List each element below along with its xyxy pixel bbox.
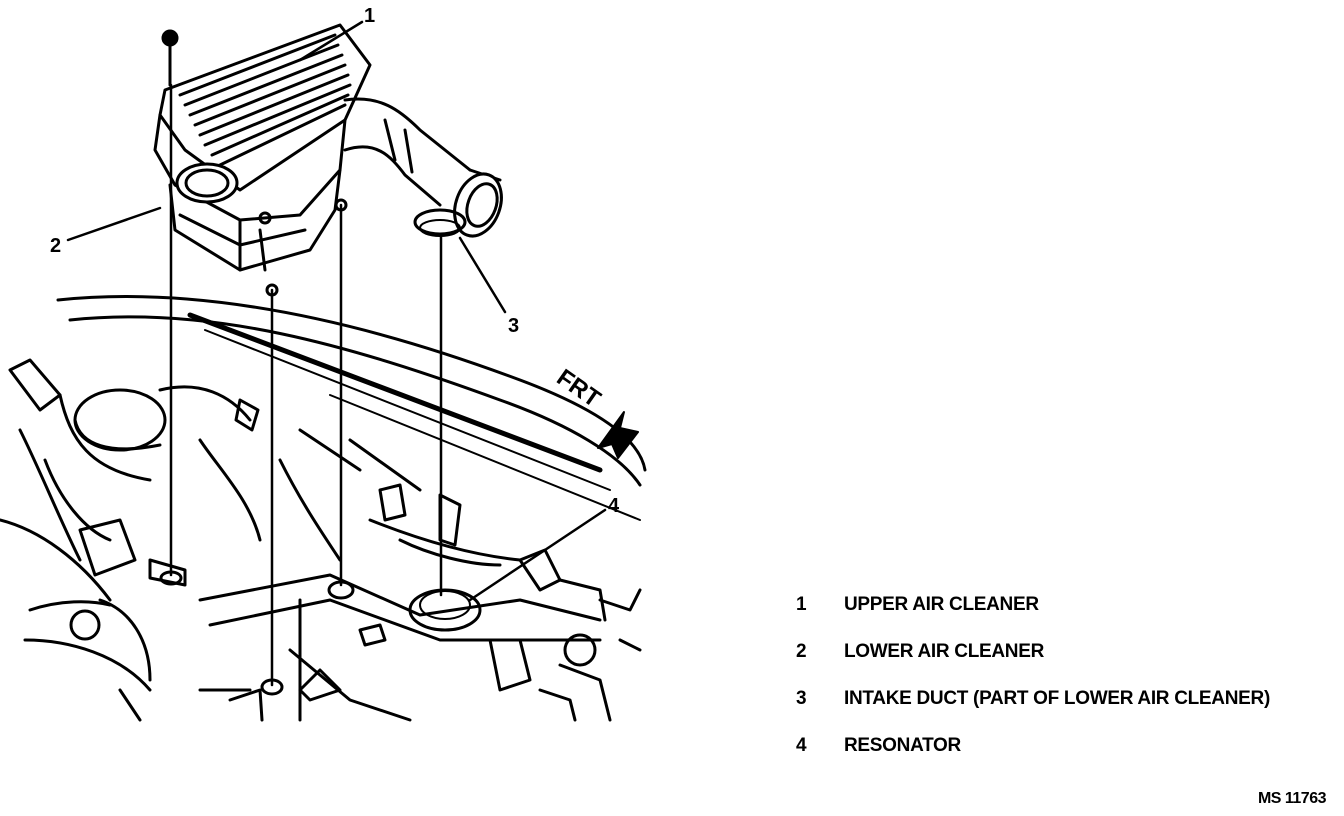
legend-item: 4 RESONATOR (796, 731, 1336, 778)
legend-label: INTAKE DUCT (PART OF LOWER AIR CLEANER) (844, 688, 1270, 709)
legend-label: LOWER AIR CLEANER (844, 641, 1045, 662)
callout-leaders (66, 20, 607, 602)
callout-3: 3 (508, 315, 519, 337)
legend-number: 3 (796, 688, 807, 709)
front-direction-arrow (597, 411, 639, 459)
callout-4: 4 (608, 495, 620, 517)
legend-item: 2 LOWER AIR CLEANER (796, 637, 1336, 684)
legend-number: 2 (796, 641, 807, 662)
callout-2: 2 (50, 235, 61, 257)
engine-compartment (0, 295, 647, 722)
legend-label: UPPER AIR CLEANER (844, 594, 1039, 615)
callout-1: 1 (364, 5, 375, 27)
legend-number: 4 (796, 735, 807, 756)
figure-id: MS 11763 (1257, 790, 1327, 807)
parts-legend: 1 UPPER AIR CLEANER 2 LOWER AIR CLEANER … (796, 590, 1336, 778)
air-cleaner-assembly (153, 23, 503, 297)
legend-item: 1 UPPER AIR CLEANER (796, 590, 1336, 637)
legend-label: RESONATOR (844, 735, 961, 756)
alignment-lines (169, 83, 443, 687)
legend-item: 3 INTAKE DUCT (PART OF LOWER AIR CLEANER… (796, 684, 1336, 731)
legend-number: 1 (796, 594, 807, 615)
